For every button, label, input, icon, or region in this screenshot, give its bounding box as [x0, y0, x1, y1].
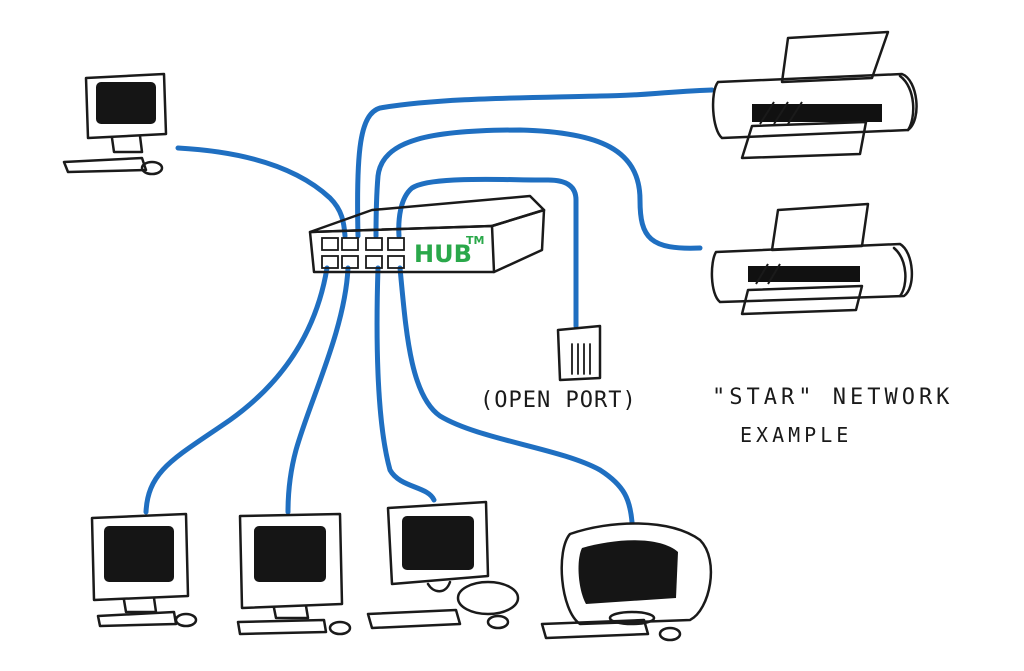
hub-port-1 [321, 237, 339, 251]
hub-port-4 [387, 237, 405, 251]
cable-top-left-computer [175, 145, 348, 239]
open-port-label: (OPEN PORT) [480, 388, 637, 413]
cable-bottom-computer-2 [285, 265, 351, 515]
hub-port-2 [341, 237, 359, 251]
computer-case [84, 72, 168, 140]
plug-body [556, 324, 602, 382]
computer-icon [540, 522, 713, 642]
mouse-icon [658, 626, 682, 642]
printer-slot [752, 101, 882, 125]
hub-port-5 [321, 255, 339, 269]
mouse-icon [486, 614, 510, 630]
cables [143, 87, 715, 525]
computer-stand [110, 134, 144, 154]
cable-bottom-computer-3 [374, 265, 437, 503]
printer-paper-in [770, 202, 870, 252]
printer-paper-in [780, 30, 890, 84]
mouse-icon [140, 160, 164, 176]
keyboard-icon [540, 618, 650, 640]
keyboard-icon [96, 610, 178, 628]
cable-open-port [396, 176, 579, 329]
computer-case [238, 512, 344, 610]
printer-icon [711, 30, 918, 160]
hub-port-7 [365, 255, 383, 269]
printer-roller [898, 74, 915, 132]
computer-icon [236, 512, 352, 636]
computer-stand [426, 580, 452, 593]
printer-icon [710, 202, 914, 316]
keyboard-icon [62, 156, 148, 174]
hub-label: HUB [414, 240, 472, 268]
computer-case [560, 522, 713, 626]
printer-body [710, 242, 914, 304]
printer-paper-out [740, 284, 864, 316]
hub-device: HUB TM [308, 194, 546, 274]
mouse-icon [174, 612, 198, 628]
computer-case [90, 512, 190, 602]
cable-bottom-computer-4 [397, 265, 635, 525]
keyboard-icon [236, 618, 328, 636]
speaker-base [456, 580, 520, 616]
computer-stand [122, 596, 158, 614]
cable-plug-icon [556, 324, 602, 382]
cable-printer-bottom [373, 127, 703, 251]
printer-slot [748, 263, 860, 285]
disc-slot [608, 610, 656, 626]
diagram-title-line2: EXAMPLE [740, 423, 852, 447]
computer-screen [96, 82, 156, 124]
computer-case [386, 500, 490, 586]
keyboard-icon [366, 608, 462, 630]
mouse-icon [328, 620, 352, 636]
computer-icon [90, 512, 198, 628]
hub-port-8 [387, 255, 405, 269]
printer-roller [892, 246, 907, 298]
computer-screen [254, 526, 326, 582]
hub-side-face [490, 208, 546, 274]
cable-bottom-computer-1 [143, 265, 330, 515]
computer-icon [366, 500, 520, 630]
computer-screen [578, 540, 678, 604]
hub-trademark: TM [466, 234, 484, 247]
computer-stand [272, 604, 310, 620]
hub-port-3 [365, 237, 383, 251]
hub-port-6 [341, 255, 359, 269]
computer-screen [402, 516, 474, 570]
printer-paper-out [740, 120, 868, 160]
cable-printer-top [355, 87, 715, 239]
diagram-title-line1: "STAR" NETWORK [712, 385, 953, 410]
computer-screen [104, 526, 174, 582]
computer-icon [62, 72, 168, 176]
hub-ports [321, 237, 405, 269]
